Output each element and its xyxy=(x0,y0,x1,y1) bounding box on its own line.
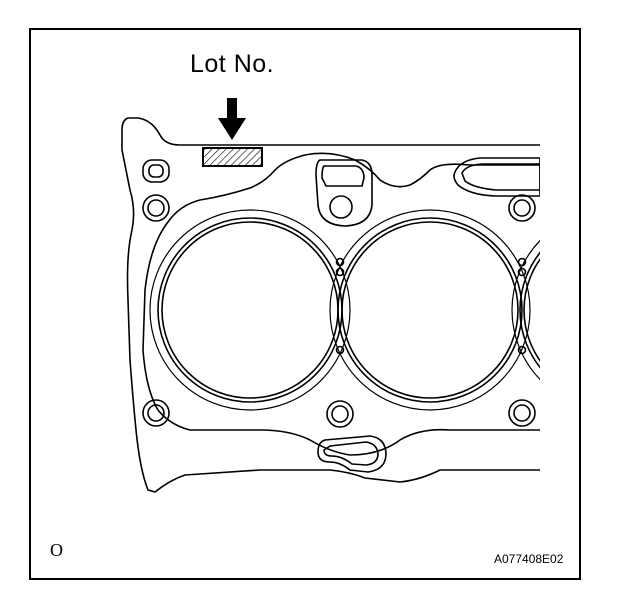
oil-hole-slot xyxy=(142,159,170,183)
bolt-hole xyxy=(508,399,536,427)
upper-right-slot xyxy=(453,157,540,197)
gasket-outline xyxy=(121,117,540,493)
bolt-hole xyxy=(326,400,354,428)
bolt-hole xyxy=(142,194,170,222)
lot-number-label: Lot No. xyxy=(190,50,275,78)
lot-number-marking xyxy=(202,147,263,167)
upper-passage xyxy=(315,159,373,227)
bolt-hole xyxy=(508,194,536,222)
corner-mark: O xyxy=(50,540,63,560)
cylinder-bore-2 xyxy=(337,217,523,403)
figure-frame xyxy=(29,28,581,580)
cylinder-bore-3 xyxy=(519,251,540,369)
figure-code: A077408E02 xyxy=(494,552,564,566)
bolt-hole xyxy=(142,399,170,427)
gasket-inner-bead xyxy=(142,152,540,456)
down-arrow-icon xyxy=(218,98,246,140)
cylinder-bore-1 xyxy=(157,217,343,403)
water-hole xyxy=(335,257,345,267)
lower-passage xyxy=(317,435,387,473)
